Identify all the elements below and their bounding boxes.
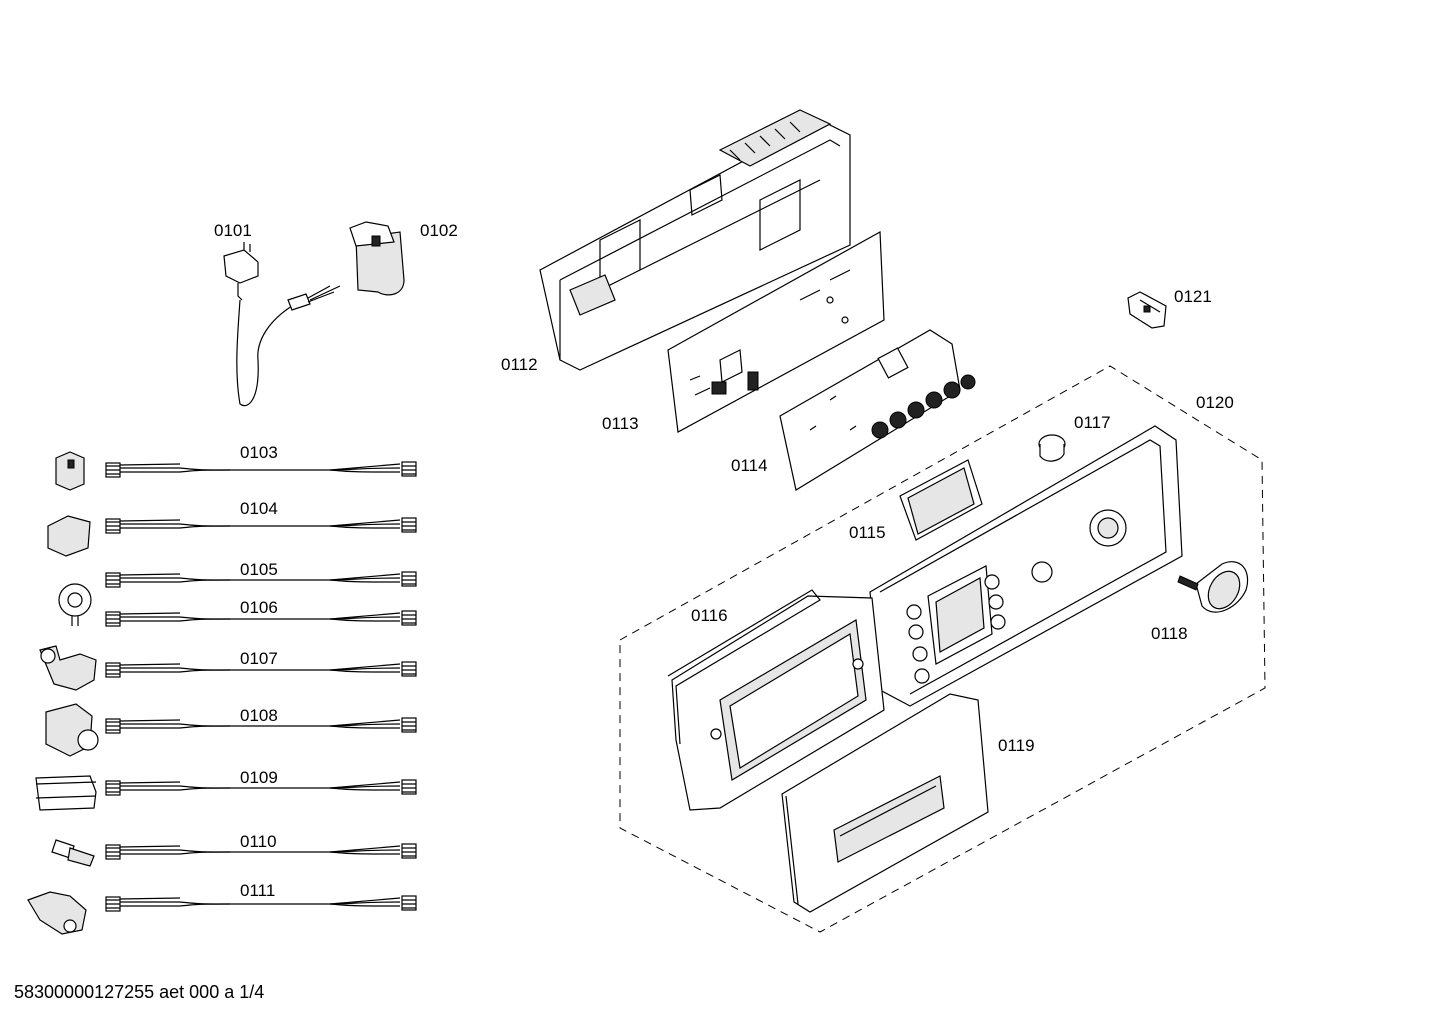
label-0110: 0110: [240, 832, 277, 851]
drawer-handle-part: [781, 693, 989, 913]
label-0104: 0104: [240, 499, 278, 518]
label-0113: 0113: [602, 414, 639, 433]
program-knob-part: [1177, 561, 1249, 613]
dispenser-frame-part: [667, 589, 885, 811]
bracket-part: [1127, 291, 1167, 329]
control-panel-part: [869, 425, 1183, 707]
label-0117: 0117: [1074, 413, 1111, 432]
label-0118: 0118: [1151, 624, 1188, 643]
label-0106: 0106: [240, 598, 278, 617]
label-0114: 0114: [731, 456, 768, 475]
label-0108: 0108: [240, 706, 278, 725]
power-cord-part: [223, 242, 341, 407]
assembly-outline: [619, 365, 1266, 933]
control-pcb-part: [779, 329, 976, 491]
label-0102: 0102: [420, 221, 458, 240]
label-0109: 0109: [240, 768, 278, 787]
label-0103: 0103: [240, 443, 278, 462]
label-0120: 0120: [1196, 393, 1234, 412]
label-0101: 0101: [214, 221, 252, 240]
label-0121: 0121: [1174, 287, 1212, 306]
document-footer-id: 58300000127255 aet 000 a 1/4: [14, 982, 265, 1002]
harness-components: [27, 451, 99, 935]
wiring-harnesses: [105, 461, 417, 912]
label-0112: 0112: [501, 355, 538, 374]
housing-frame-part: [539, 109, 851, 371]
label-0119: 0119: [998, 736, 1035, 755]
small-knob-part: [1038, 434, 1066, 462]
label-0116: 0116: [691, 606, 728, 625]
display-part: [899, 459, 983, 541]
main-pcb-part: [667, 231, 885, 433]
label-0111: 0111: [240, 881, 276, 900]
filter-part: [349, 221, 405, 296]
label-0107: 0107: [240, 649, 278, 668]
label-0115: 0115: [849, 523, 886, 542]
label-0105: 0105: [240, 560, 278, 579]
